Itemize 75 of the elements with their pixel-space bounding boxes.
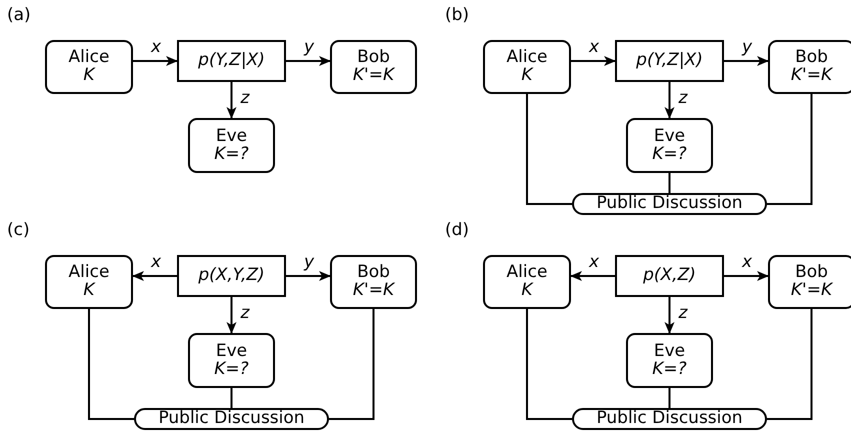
connector-line [526, 94, 572, 205]
public-discussion-box [572, 408, 767, 430]
connector-line [230, 388, 232, 408]
arrow [226, 297, 236, 334]
node-label: K [83, 282, 95, 300]
arrow [286, 56, 331, 66]
connector-line [767, 94, 812, 205]
arrow [724, 271, 769, 281]
node-label: K'=K [790, 67, 832, 85]
node-label: Alice [68, 264, 110, 282]
node-label: Bob [357, 264, 390, 282]
node-label: Eve [216, 342, 248, 360]
arrow [570, 271, 615, 281]
channel-box [615, 255, 724, 297]
connector-line [88, 309, 134, 420]
arrow [286, 271, 331, 281]
party-box [768, 40, 851, 94]
node-label: Eve [654, 128, 686, 146]
node-label: K=? [652, 146, 687, 164]
party-box [483, 40, 571, 94]
node-label: Public Discussion [596, 410, 743, 428]
connector-line [767, 309, 812, 420]
connector-line [668, 388, 670, 408]
arrow [724, 56, 769, 66]
channel-box [615, 40, 724, 82]
node-label: K=? [652, 360, 687, 378]
channel-box [177, 40, 286, 82]
node-label: p(Y,Z|X) [198, 52, 265, 70]
node-label: p(X,Z) [643, 267, 696, 285]
node-label: K'=K [352, 67, 394, 85]
arrow [132, 271, 177, 281]
node-label: K=? [214, 360, 249, 378]
node-label: p(Y,Z|X) [636, 52, 703, 70]
panel-label: (b) [445, 5, 470, 25]
panel-label: (c) [7, 220, 30, 240]
channel-box [177, 255, 286, 297]
arrow [133, 56, 178, 66]
panel-label: (d) [445, 220, 470, 240]
arrow [571, 56, 616, 66]
node-label: Eve [216, 128, 248, 146]
arrow [664, 82, 674, 119]
node-label: Alice [506, 49, 548, 67]
party-box [330, 255, 417, 309]
connector-line [329, 309, 374, 420]
node-label: K [83, 67, 95, 85]
node-label: p(X,Y,Z) [198, 267, 265, 285]
party-box [45, 255, 133, 309]
node-label: Public Discussion [596, 195, 743, 213]
node-label: Public Discussion [158, 410, 305, 428]
node-label: K=? [214, 146, 249, 164]
panel-label: (a) [7, 5, 31, 25]
arrow [664, 297, 674, 334]
node-label: K'=K [790, 282, 832, 300]
node-label: Alice [506, 264, 548, 282]
public-discussion-box [572, 193, 767, 215]
node-label: Bob [357, 49, 390, 67]
party-box [626, 118, 713, 173]
node-label: Eve [654, 342, 686, 360]
node-label: Alice [68, 49, 110, 67]
node-label: Bob [795, 264, 828, 282]
party-box [483, 255, 571, 309]
party-box [45, 40, 133, 94]
node-label: Bob [795, 49, 828, 67]
node-label: K [521, 282, 533, 300]
party-box [188, 333, 275, 388]
node-label: K [521, 67, 533, 85]
party-box [330, 40, 417, 94]
arrow [226, 82, 236, 119]
party-box [626, 333, 713, 388]
party-box [188, 118, 275, 173]
party-box [768, 255, 851, 309]
public-discussion-box [134, 408, 329, 430]
connector-line [668, 173, 670, 193]
connector-line [526, 309, 572, 420]
node-label: K'=K [352, 282, 394, 300]
